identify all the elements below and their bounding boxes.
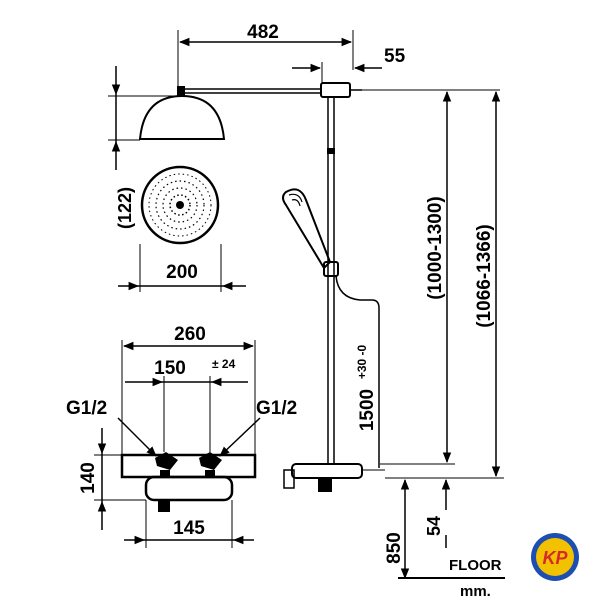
dimension-mixer-offset: 54 xyxy=(424,478,451,548)
thread-callout-left: G1/2 xyxy=(66,398,157,457)
thread-callout-right: G1/2 xyxy=(219,398,297,457)
dim-200-label: 200 xyxy=(166,262,198,283)
dim-1000-1300-label: (1000-1300) xyxy=(425,196,446,300)
dim-140-label: 140 xyxy=(78,462,99,494)
dimension-rail-length: 1500 +30 -0 xyxy=(355,344,378,431)
dimension-mixer-height: 140 xyxy=(78,428,146,530)
kp-logo-icon: KP xyxy=(531,533,579,581)
shower-column xyxy=(177,82,385,492)
dim-55-label: 55 xyxy=(384,46,406,67)
dimension-mixer-floor-height: 850 xyxy=(384,478,410,580)
dimension-arm-offset: 55 xyxy=(292,46,406,84)
floor-label: FLOOR xyxy=(449,557,502,574)
dimension-head-height: (122) xyxy=(108,66,174,229)
dimension-arm-length: 482 xyxy=(177,22,354,92)
dim-1500-tolerance: +30 -0 xyxy=(355,344,369,379)
rain-head-top-view xyxy=(140,165,220,245)
dimension-inlet-centers: 150 ± 24 xyxy=(125,357,248,452)
thread-left-label: G1/2 xyxy=(66,398,107,419)
dim-150-label: 150 xyxy=(154,358,186,379)
dimension-mixer-base: 145 xyxy=(124,500,254,548)
dim-150-tolerance: ± 24 xyxy=(212,357,236,371)
dim-482-label: 482 xyxy=(247,22,279,43)
mixer-front-view xyxy=(120,452,257,512)
dim-1066-1366-label: (1066-1366) xyxy=(474,224,495,328)
svg-text:KP: KP xyxy=(542,548,568,568)
dim-54-label: 54 xyxy=(424,516,444,536)
dim-260-label: 260 xyxy=(174,324,206,345)
hand-shower-icon xyxy=(282,188,332,270)
dim-145-label: 145 xyxy=(173,518,205,539)
thread-right-label: G1/2 xyxy=(256,398,297,419)
rain-head-side-view xyxy=(138,86,226,140)
dimension-head-diameter: 200 xyxy=(118,244,246,292)
floor-line: FLOOR mm. xyxy=(398,557,505,600)
dimension-height-range-a: (1000-1300) xyxy=(362,89,500,465)
dim-1500-label: 1500 xyxy=(357,389,378,431)
dimension-height-range-b: (1066-1366) xyxy=(385,90,504,479)
dim-122-label: (122) xyxy=(115,187,135,229)
unit-label: mm. xyxy=(460,583,491,600)
dim-850-label: 850 xyxy=(384,532,405,564)
dimension-mixer-width: 260 xyxy=(121,324,256,455)
